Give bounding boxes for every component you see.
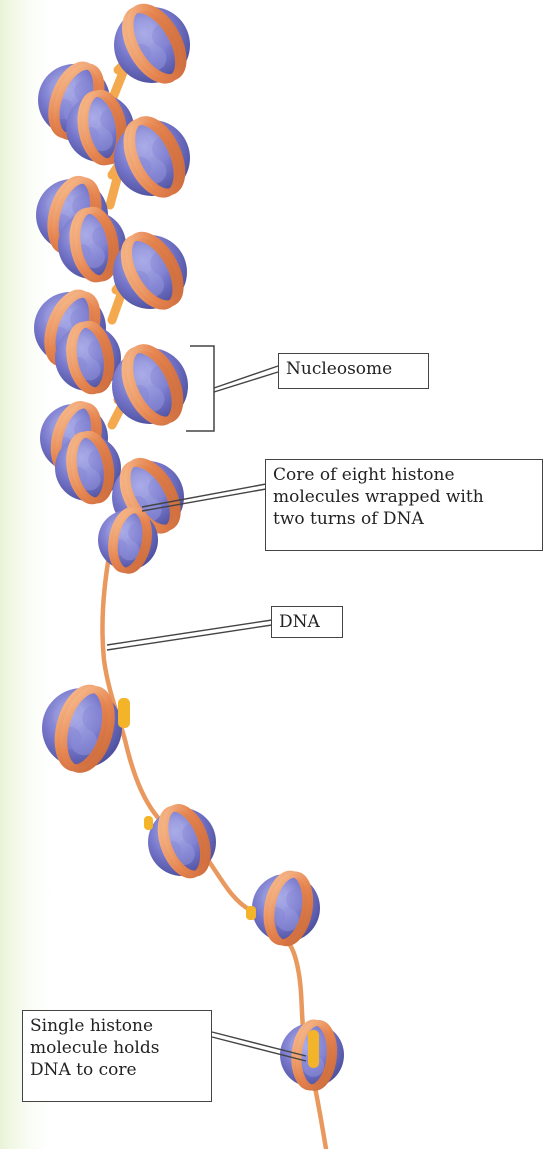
core-text-line-1: Core of eight histone <box>273 464 535 486</box>
nucleosome-text: Nucleosome <box>286 358 421 380</box>
dna-label: DNA <box>271 606 343 638</box>
single-text-line-2: molecule holds <box>30 1037 204 1059</box>
nucleosome-10 <box>112 340 190 430</box>
h1-histone-2 <box>144 816 153 830</box>
nucleosome-17 <box>252 871 320 947</box>
nucleosome-bracket <box>186 346 214 431</box>
background-tint <box>0 0 60 1149</box>
core-label: Core of eight histone molecules wrapped … <box>265 459 543 551</box>
h1-histone-4 <box>308 1030 319 1068</box>
core-text-line-3: two turns of DNA <box>273 508 535 530</box>
dna-leader <box>107 620 272 650</box>
dna-text: DNA <box>279 611 335 633</box>
nucleosome-16 <box>148 801 216 881</box>
single-text-line-1: Single histone <box>30 1015 204 1037</box>
nucleosome-label: Nucleosome <box>278 353 429 389</box>
h1-histone-3 <box>246 906 256 920</box>
nucleosome-leader <box>214 366 278 392</box>
h1-histone-1 <box>118 698 130 728</box>
core-text-line-2: molecules wrapped with <box>273 486 535 508</box>
single-histone-label: Single histone molecule holds DNA to cor… <box>22 1010 212 1102</box>
single-text-line-3: DNA to core <box>30 1059 204 1081</box>
